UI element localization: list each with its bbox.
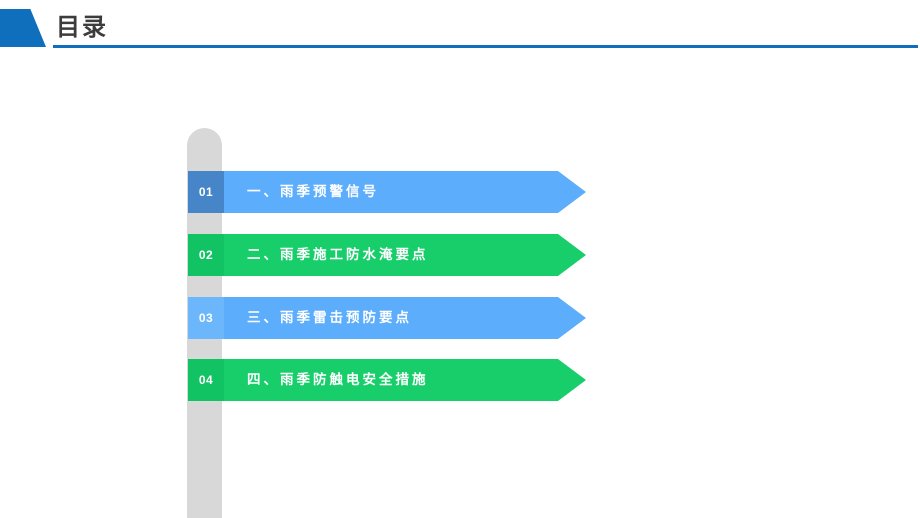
agenda-number-badge: 03 bbox=[188, 297, 224, 339]
page-title: 目录 bbox=[56, 14, 108, 41]
agenda-item-label: 二、雨季施工防水淹要点 bbox=[247, 247, 429, 262]
header-divider bbox=[53, 45, 918, 48]
slide-header: 目录 bbox=[0, 0, 920, 62]
agenda-item-02[interactable]: 02 二、雨季施工防水淹要点 bbox=[188, 234, 586, 276]
agenda-number-badge: 04 bbox=[188, 359, 224, 401]
agenda-number-badge: 02 bbox=[188, 234, 224, 276]
agenda-item-04[interactable]: 04 四、雨季防触电安全措施 bbox=[188, 359, 586, 401]
agenda-item-01[interactable]: 01 一、雨季预警信号 bbox=[188, 171, 586, 213]
agenda-item-label: 一、雨季预警信号 bbox=[247, 184, 379, 199]
agenda-item-03[interactable]: 03 三、雨季雷击预防要点 bbox=[188, 297, 586, 339]
agenda-item-label: 三、雨季雷击预防要点 bbox=[247, 310, 412, 325]
agenda-number-badge: 01 bbox=[188, 171, 224, 213]
blue-trapezoid-accent-icon bbox=[0, 9, 46, 47]
agenda-item-label: 四、雨季防触电安全措施 bbox=[247, 372, 429, 387]
